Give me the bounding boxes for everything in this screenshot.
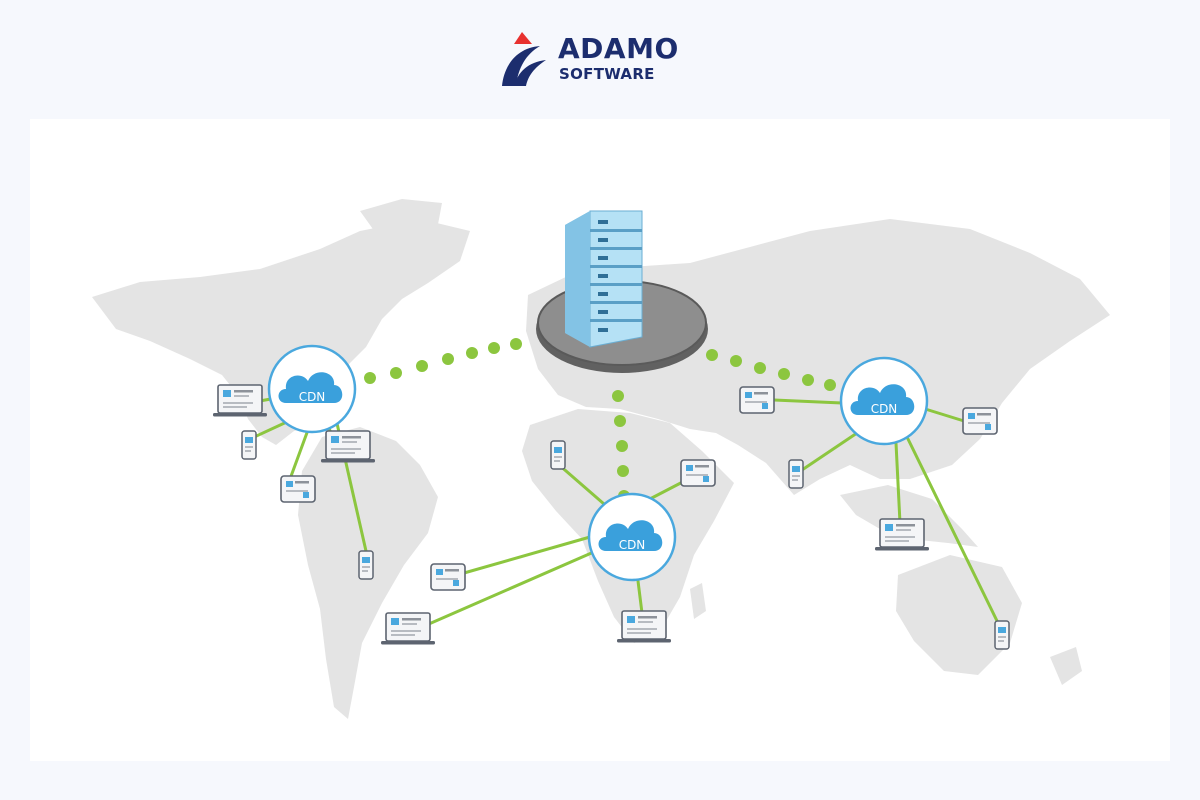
tablet-icon: [280, 475, 316, 503]
cdn-label: CDN: [619, 538, 646, 552]
cdn-node-americas: CDN: [267, 344, 357, 434]
tablet-icon: [962, 407, 998, 435]
laptop-icon: [874, 518, 930, 552]
adamo-swoosh-icon: [502, 32, 546, 86]
tablet-icon: [430, 563, 466, 591]
cdn-node-asia: CDN: [839, 356, 929, 446]
brand-name: ADAMO: [558, 32, 679, 65]
server-rack-icon: [565, 210, 643, 348]
laptop-icon: [320, 430, 376, 464]
phone-icon: [550, 440, 566, 470]
brand-subname: SOFTWARE: [559, 65, 655, 83]
phone-icon: [994, 620, 1010, 650]
cdn-node-africa: CDN: [587, 492, 677, 582]
phone-icon: [788, 459, 804, 489]
origin-server: [536, 210, 708, 373]
tablet-icon: [739, 386, 775, 414]
laptop-icon: [212, 384, 268, 418]
laptop-icon: [616, 610, 672, 644]
cdn-label: CDN: [871, 402, 898, 416]
phone-icon: [358, 550, 374, 580]
cdn-map-panel: CDN CDN CDN: [30, 119, 1170, 761]
tablet-icon: [680, 459, 716, 487]
cdn-world-map: CDN CDN CDN: [92, 199, 1110, 719]
origin-links: [364, 338, 836, 502]
phone-icon: [241, 430, 257, 460]
adamo-logo: ADAMO SOFTWARE: [500, 28, 710, 90]
cdn-label: CDN: [299, 390, 326, 404]
laptop-icon: [380, 612, 436, 646]
